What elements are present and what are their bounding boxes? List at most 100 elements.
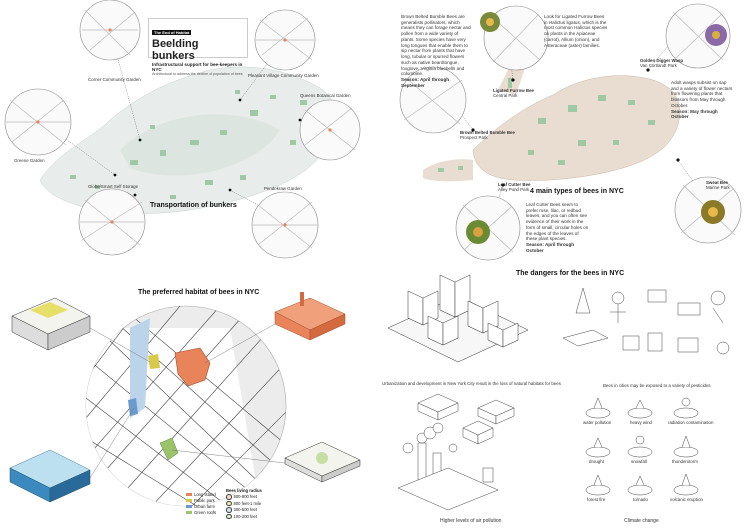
radius-label: 500-800 feet bbox=[233, 494, 258, 500]
bumble-name: Brown Belted Bumble Bee bbox=[460, 130, 515, 135]
wasp-text: Adult wasps subsist on sap and a variety… bbox=[671, 80, 733, 108]
bumble-label: Brown Belted Bumble Bee Prospect Park bbox=[460, 130, 515, 140]
hazard-label: volcanic eruption bbox=[670, 497, 703, 502]
leaf-text: Leaf Cutter Bees seem to prefer rose, li… bbox=[526, 202, 589, 242]
furrow-label: Ligated Furrow Bee Central Park bbox=[493, 88, 534, 98]
hazard-label: water pollution bbox=[583, 420, 612, 425]
legend-item: Green roofs bbox=[186, 510, 216, 515]
legend-item: Urban farm bbox=[186, 504, 215, 509]
project-title: Beelding bunkers bbox=[152, 38, 199, 62]
leaf-location: Alley Pond Park bbox=[498, 187, 530, 192]
urban-farm-zone bbox=[128, 398, 138, 416]
wasp-label: Golden Digger Wasp Van Cortlandt Park bbox=[640, 58, 683, 68]
label-greene-garden: Greene Garden bbox=[14, 158, 45, 163]
pesticide-text: Bees in cities may be exposed to a varie… bbox=[603, 383, 711, 388]
hazard-label: heavy wind bbox=[630, 420, 652, 425]
leaf-name: Leaf Cutter Bee bbox=[498, 182, 531, 187]
dangers-caption: The dangers for the bees in NYC bbox=[516, 270, 625, 277]
iso-park bbox=[284, 441, 361, 483]
bunkers-caption: Transportation of bunkers bbox=[150, 202, 237, 209]
bunkers-map-svg bbox=[4, 0, 361, 259]
radius-label: 800 feet-1 mile bbox=[233, 500, 262, 506]
climate-caption: Climate change bbox=[624, 518, 659, 524]
header-tag: The End of Habitat bbox=[152, 30, 192, 35]
panel-habitat: The preferred habitat of bees in NYC bbox=[0, 268, 372, 530]
sketch-machinery bbox=[562, 287, 730, 355]
iso-greenroof bbox=[11, 297, 91, 351]
hazard-label: thunderstorm bbox=[672, 459, 698, 464]
sweat-label: Sweat Bee Marine Park bbox=[706, 180, 730, 190]
legend-label: Long Island bbox=[194, 492, 216, 497]
legend-item: Long Island bbox=[186, 492, 216, 497]
project-small-text: Architectural to address the decline of … bbox=[152, 72, 243, 77]
habitat-svg bbox=[9, 292, 361, 507]
hazard-label: drought bbox=[589, 459, 604, 464]
legend-radius-item: 100-200 feet bbox=[226, 513, 258, 519]
furrow-description: Look for Ligated Furrow Bees in Halictus… bbox=[544, 14, 608, 48]
radius-swatch bbox=[226, 500, 232, 506]
river bbox=[130, 318, 150, 418]
long-island-zone bbox=[174, 347, 211, 387]
furrow-name: Ligated Furrow Bee bbox=[493, 88, 534, 93]
label-queens-botanical: Queens Botanical Garden bbox=[300, 93, 351, 98]
map-pins bbox=[113, 98, 302, 197]
street-grid bbox=[86, 306, 286, 506]
legend-title: Bees living radius bbox=[226, 488, 262, 493]
project-header: The End of Habitat Beelding bunkers Infr… bbox=[148, 18, 248, 76]
bee-pins bbox=[471, 68, 680, 187]
legend-swatch bbox=[186, 492, 192, 497]
bee-types-svg bbox=[399, 3, 742, 261]
iso-city bbox=[387, 274, 529, 363]
radius-swatch bbox=[226, 513, 232, 519]
wasp-name: Golden Digger Wasp bbox=[640, 58, 684, 63]
bee-types-caption: 4 main types of bees in NYC bbox=[530, 188, 624, 195]
park-dots bbox=[70, 90, 307, 199]
hazard-label: radiation contamination bbox=[668, 420, 714, 425]
radius-swatch bbox=[226, 507, 232, 513]
hazard-icons bbox=[585, 397, 699, 496]
bumble-location: Prospect Park bbox=[460, 135, 488, 140]
wasp-location: Van Cortlandt Park bbox=[640, 63, 677, 68]
bumble-season: Season: April through September bbox=[401, 77, 450, 88]
green-roof-zone bbox=[159, 437, 179, 461]
urbanization-text: Urbanization and development in New York… bbox=[382, 381, 561, 386]
leaf-season: Season: April through October bbox=[526, 242, 575, 253]
public-park-zone bbox=[148, 354, 160, 369]
panel-bunkers-map: The End of Habitat Beelding bunkers Infr… bbox=[0, 0, 372, 262]
legend-item: Public park bbox=[186, 498, 215, 503]
legend-swatch bbox=[186, 498, 192, 503]
inset-markers bbox=[36, 28, 332, 227]
radius-label: 300-500 feet bbox=[233, 507, 258, 513]
label-corner-garden: Corner Community Garden bbox=[88, 77, 141, 82]
project-subtitle: Infrastructural support for bee-keepers … bbox=[152, 62, 243, 73]
radius-label: 100-200 feet bbox=[233, 513, 258, 519]
legend-swatch bbox=[186, 504, 192, 509]
bumble-description-text: Brown Belted Bumble Bees are generalists… bbox=[401, 14, 471, 77]
hazard-label: tornado bbox=[633, 497, 648, 502]
nyc-inner bbox=[120, 114, 280, 176]
label-globe-storage: Globe/Smart Self Storage bbox=[88, 184, 139, 189]
legend-radius-item: 800 feet-1 mile bbox=[226, 500, 262, 506]
label-pleasant-village: Pleasant Village Community Garden bbox=[248, 73, 319, 78]
bumble-description: Brown Belted Bumble Bees are generalists… bbox=[401, 14, 471, 89]
legend-label: Urban farm bbox=[194, 504, 215, 509]
dangers-svg bbox=[387, 274, 730, 511]
callout-lines bbox=[89, 323, 286, 479]
panel-dangers: The dangers for the bees in NYC bbox=[378, 268, 750, 530]
legend-radius-item: 500-800 feet bbox=[226, 494, 257, 500]
panel-bee-types: Brown Belted Bumble Bees are generalists… bbox=[378, 0, 750, 262]
sweat-location: Marine Park bbox=[706, 185, 730, 190]
habitat-legend-left: Long Island Public park Urban farm Green… bbox=[186, 492, 216, 515]
habitat-legend-right: Bees living radius 500-800 feet 800 feet… bbox=[226, 488, 262, 519]
label-pendekraw-garden: Pendekraw Garden bbox=[264, 186, 302, 191]
park-dots-2 bbox=[438, 78, 655, 172]
air-pollution-caption: Higher levels of air pollution bbox=[440, 518, 502, 524]
furrow-location: Central Park bbox=[493, 93, 518, 98]
leaf-description: Leaf Cutter Bees seem to prefer rose, li… bbox=[526, 202, 590, 254]
hazard-label: forest fire bbox=[587, 497, 606, 502]
wasp-season: Season: May through October bbox=[671, 108, 718, 120]
legend-radius-item: 300-500 feet bbox=[226, 507, 257, 513]
iso-orange-block bbox=[274, 292, 346, 341]
sweat-name: Sweat Bee bbox=[706, 180, 728, 185]
habitat-caption: The preferred habitat of bees in NYC bbox=[138, 289, 260, 296]
